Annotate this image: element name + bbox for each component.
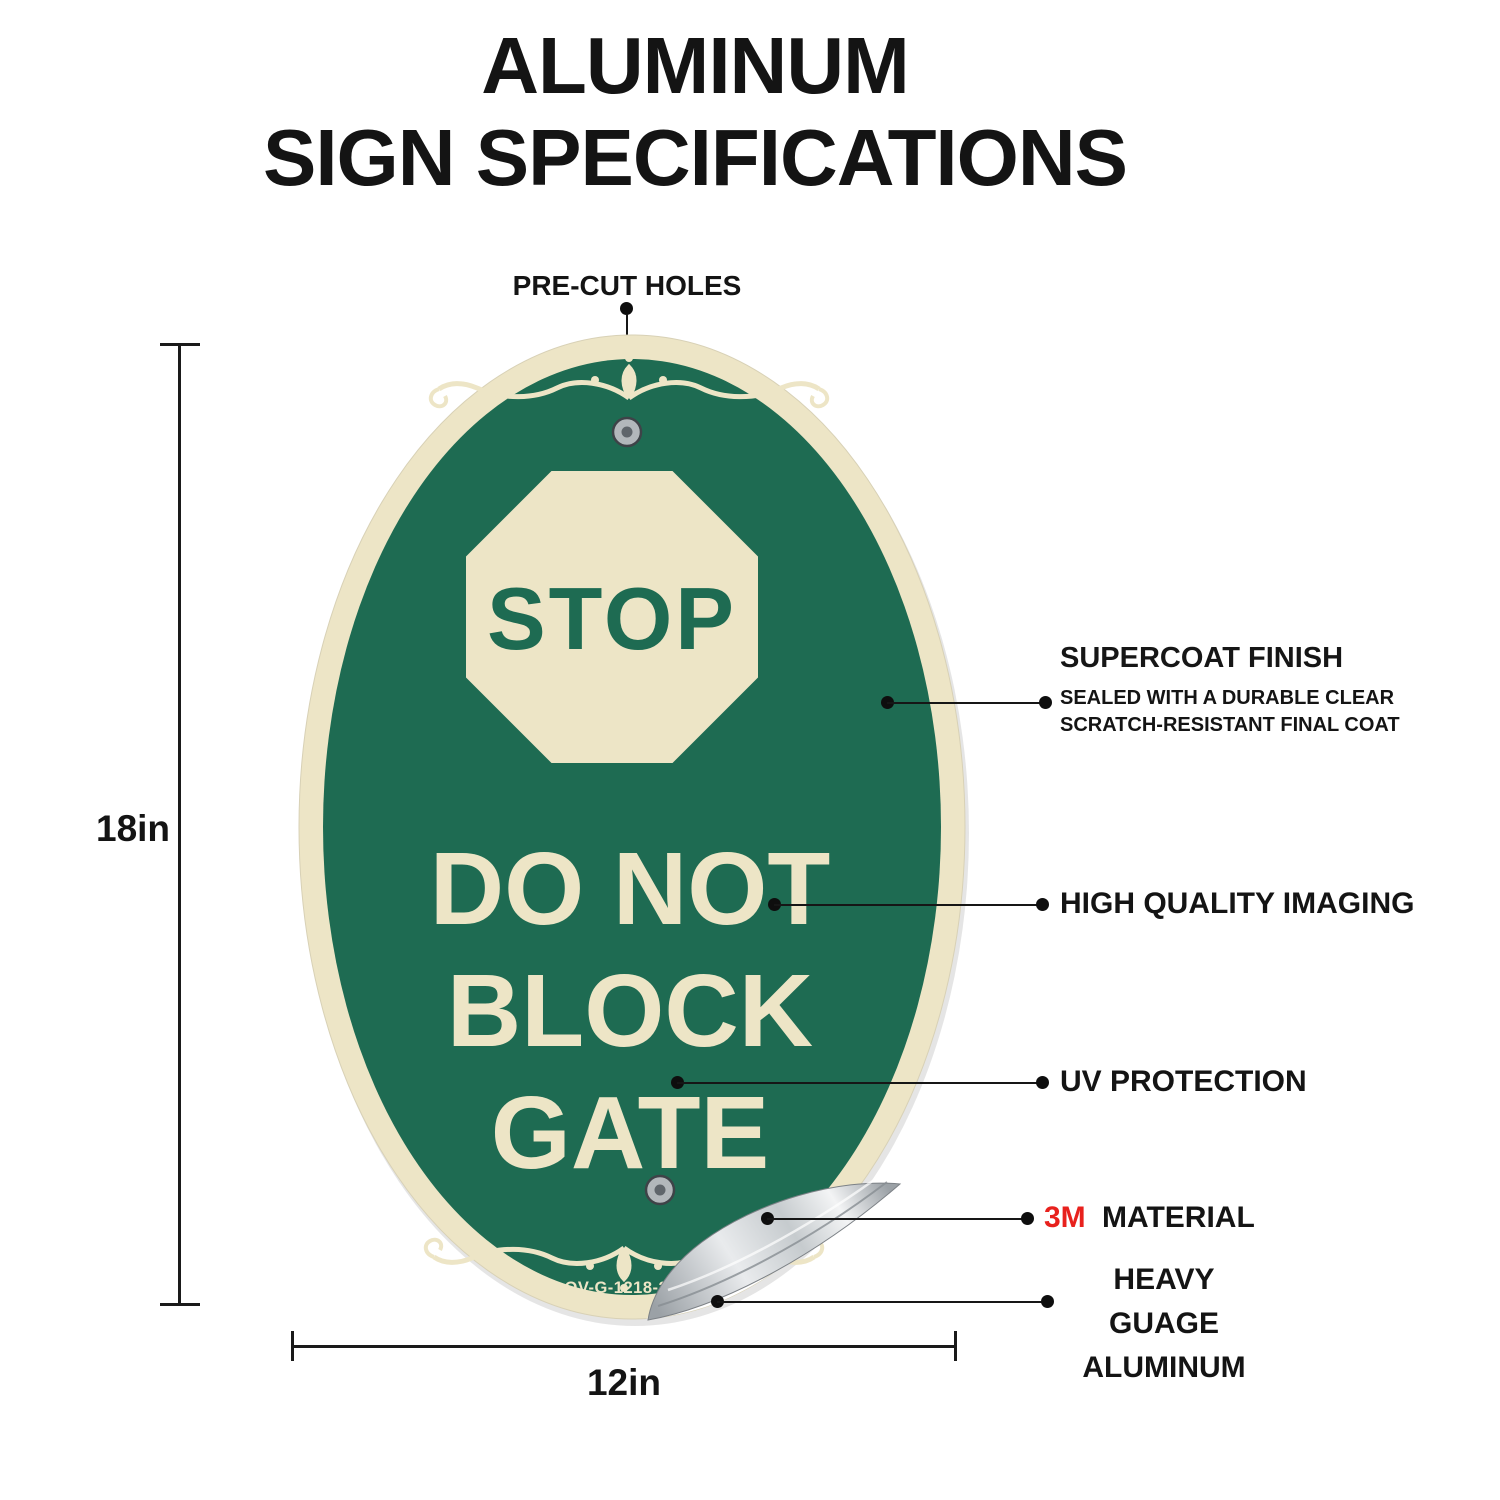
bottom-hole xyxy=(644,1174,676,1206)
callout-supercoat-subtitle-line2: SCRATCH-RESISTANT FINAL COAT xyxy=(1060,714,1400,736)
message-line-3: GATE xyxy=(491,1075,769,1190)
callout-precut-holes-dot xyxy=(620,302,633,315)
callout-supercoat-title: SUPERCOAT FINISH xyxy=(1060,642,1344,674)
callout-aluminum-end-dot xyxy=(1041,1295,1054,1308)
callout-material-line xyxy=(767,1218,1027,1220)
callout-supercoat-end-dot xyxy=(1039,696,1052,709)
callout-aluminum-line xyxy=(717,1301,1047,1303)
callout-uv-line xyxy=(677,1082,1042,1084)
page-title-line2: SIGN SPECIFICATIONS xyxy=(262,113,1128,202)
callout-imaging-end-dot xyxy=(1036,898,1049,911)
peel-corner xyxy=(647,1178,902,1321)
callout-material-brand: 3M xyxy=(1044,1201,1086,1234)
top-hole xyxy=(611,416,643,448)
callout-aluminum-line1: HEAVY GUAGE xyxy=(1108,1263,1219,1340)
callout-aluminum-line2: ALUMINUM xyxy=(1082,1351,1246,1384)
height-dim-label: 18in xyxy=(96,808,171,849)
page-title-line1: ALUMINUM xyxy=(481,21,909,110)
message-line-1: DO NOT xyxy=(430,831,831,946)
callout-supercoat: SUPERCOAT FINISH SEALED WITH A DURABLE C… xyxy=(1060,642,1400,739)
callout-uv-end-dot xyxy=(1036,1076,1049,1089)
width-dim-line xyxy=(291,1345,957,1348)
sign-graphic: STOP DO NOT BLOCK GATE A-OV-G-1218-22 xyxy=(298,334,969,1326)
width-dim-cap-right xyxy=(954,1331,957,1361)
page-title: ALUMINUM SIGN SPECIFICATIONS xyxy=(0,20,1390,204)
width-dim-label: 12in xyxy=(586,1362,662,1403)
callout-aluminum-label: HEAVY GUAGE ALUMINUM xyxy=(1056,1258,1272,1390)
callout-imaging-line xyxy=(774,904,1042,906)
sku-label: A-OV-G-1218-22 xyxy=(546,1279,678,1297)
callout-supercoat-subtitle-line1: SEALED WITH A DURABLE CLEAR xyxy=(1060,687,1395,709)
callout-uv-label: UV PROTECTION xyxy=(1060,1065,1307,1098)
callout-material-label: 3M MATERIAL xyxy=(1044,1201,1255,1235)
height-dim-line xyxy=(178,343,181,1306)
message-line-2: BLOCK xyxy=(447,953,813,1068)
stop-octagon xyxy=(466,471,758,763)
callout-precut-holes-label: PRE-CUT HOLES xyxy=(512,270,742,301)
callout-material-text: MATERIAL xyxy=(1102,1201,1255,1234)
callout-supercoat-subtitle: SEALED WITH A DURABLE CLEAR SCRATCH-RESI… xyxy=(1060,685,1400,739)
stop-label: STOP xyxy=(487,569,737,668)
callout-material-end-dot xyxy=(1021,1212,1034,1225)
callout-imaging-label: HIGH QUALITY IMAGING xyxy=(1060,887,1415,920)
height-dim-cap-bottom xyxy=(160,1303,200,1306)
callout-supercoat-line xyxy=(887,702,1045,704)
